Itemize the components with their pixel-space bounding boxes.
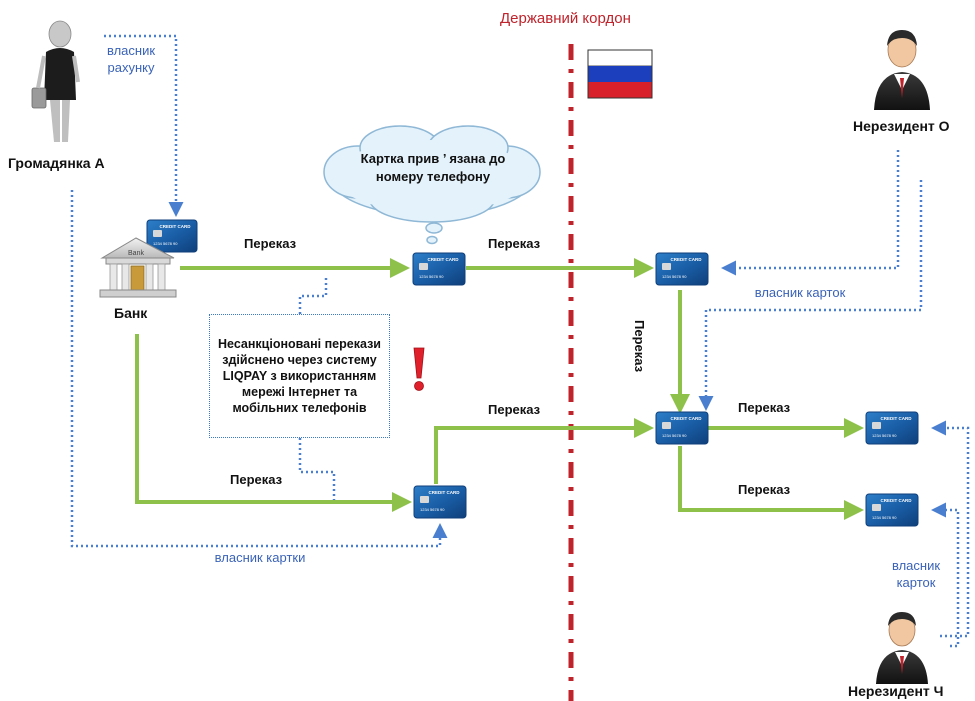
card-brand: CREDIT CARD: [428, 257, 460, 262]
nonresident-ch-name: Нерезидент Ч: [848, 683, 944, 699]
owner-line-o-card3: [698, 180, 923, 411]
card-brand: CREDIT CARD: [881, 416, 913, 421]
card-number: 1234 5678 90: [419, 274, 444, 279]
owner-line-ch-card5: [931, 502, 960, 648]
card-brand: CREDIT CARD: [881, 498, 913, 503]
russian-flag-icon: [587, 49, 653, 99]
card-number: 1234 5678 90: [153, 241, 178, 246]
transfer-label-vertical: Переказ: [632, 320, 647, 373]
bank-name: Банк: [114, 305, 148, 321]
card-brand: CREDIT CARD: [160, 224, 192, 229]
card-number: 1234 5678 90: [420, 507, 445, 512]
cloud-fill: [334, 140, 530, 212]
notice-connector-bottom: [298, 438, 336, 500]
transfer-flows: [135, 258, 864, 520]
credit-card-3: CREDIT CARD 1234 5678 90: [655, 411, 709, 445]
citizen-name: Громадянка А: [8, 155, 105, 171]
owner-line-citizen-account: [104, 34, 184, 217]
nonresident-ch-role-label: власник карток: [891, 558, 941, 590]
transfer-label-card3-card4: Переказ: [738, 400, 791, 415]
transfer-label-bank-cardA: Переказ: [230, 472, 283, 487]
owner-line-citizen-card: [70, 190, 448, 548]
card-number: 1234 5678 90: [872, 433, 897, 438]
notice-connector-top: [298, 276, 328, 314]
cloud-text: Картка прив ’ язана до номеру телефону: [360, 151, 506, 184]
card-brand: CREDIT CARD: [429, 490, 461, 495]
citizen-role-label: власник рахунку: [106, 43, 156, 75]
flow-bank-to-cardA: [135, 334, 412, 512]
credit-card-A: CREDIT CARD 1234 5678 90: [413, 485, 467, 519]
warning-exclamation-icon: [413, 347, 425, 391]
card-number: 1234 5678 90: [872, 515, 897, 520]
ownership-lines: [70, 34, 970, 648]
card-number: 1234 5678 90: [662, 274, 687, 279]
bank-building-icon: Bank: [99, 237, 177, 298]
businesswoman-icon: [31, 20, 80, 142]
credit-card-2: CREDIT CARD 1234 5678 90: [655, 252, 709, 286]
credit-card-5: CREDIT CARD 1234 5678 90: [865, 493, 919, 527]
transfer-label-card1-card2: Переказ: [488, 236, 541, 251]
notice-box: Несанкціоновані перекази здійснено через…: [209, 314, 390, 438]
transfer-label-bank-card1: Переказ: [244, 236, 297, 251]
owner-line-ch-card4: [931, 420, 970, 638]
border-title: Державний кордон: [500, 10, 631, 27]
credit-card-1: CREDIT CARD 1234 5678 90: [412, 252, 466, 286]
card-owner-label: власник картки: [214, 550, 306, 565]
flow-cardA-to-card3: [434, 418, 654, 484]
businessman-o-icon: [874, 30, 930, 110]
transfer-label-cardA-card3: Переказ: [488, 402, 541, 417]
transfer-label-card3-card5: Переказ: [738, 482, 791, 497]
credit-card-citizen: CREDIT CARD 1234 5678 90: [146, 219, 198, 253]
card-brand: CREDIT CARD: [671, 416, 703, 421]
bank-sign: Bank: [128, 250, 144, 257]
card-brand: CREDIT CARD: [671, 257, 703, 262]
owner-line-o-card1: [721, 150, 900, 276]
card-number: 1234 5678 90: [662, 433, 687, 438]
nonresident-o-name: Нерезидент О: [853, 118, 950, 134]
nonresident-o-role-label: власник карток: [754, 285, 846, 300]
credit-card-4: CREDIT CARD 1234 5678 90: [865, 411, 919, 445]
businessman-ch-icon: [876, 612, 928, 684]
flow-card3-to-card5: [678, 446, 864, 520]
